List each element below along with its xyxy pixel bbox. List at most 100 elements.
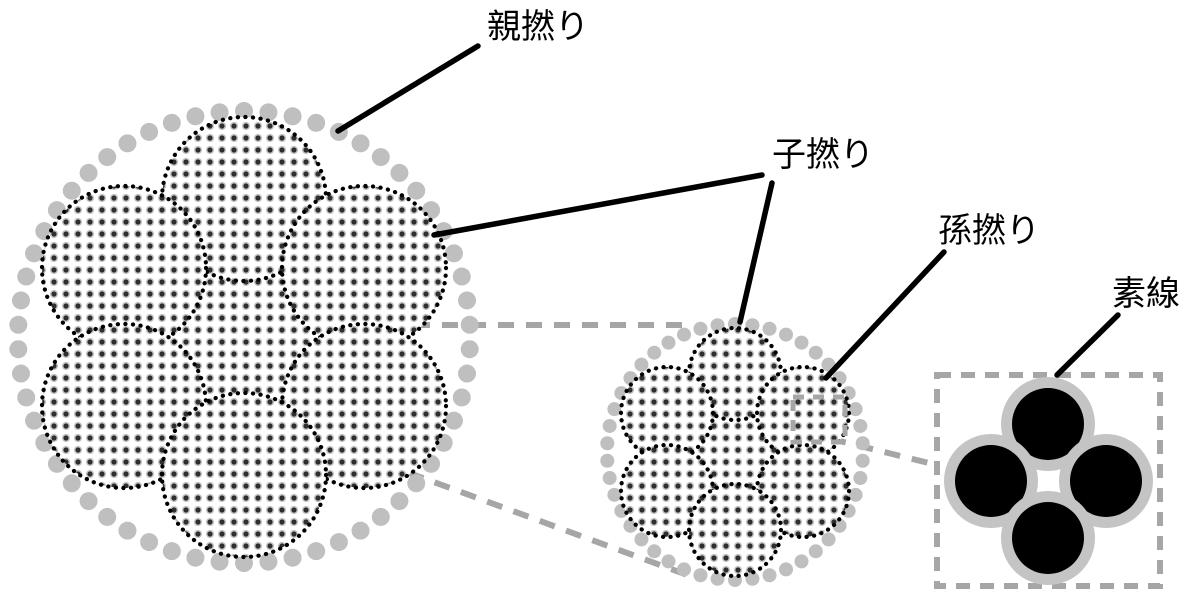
ring-dot	[9, 340, 28, 359]
label-element-wire: 素線	[1112, 274, 1180, 314]
ring-dot	[407, 474, 426, 493]
ring-dot	[677, 562, 691, 577]
strand-fill	[757, 367, 849, 459]
strand-outline	[159, 390, 329, 560]
ring-dot	[390, 492, 409, 511]
ring-dot	[745, 318, 760, 333]
strand-cluster-group	[9, 102, 870, 587]
ring-dot	[17, 267, 36, 286]
strand-outline	[686, 481, 784, 579]
ring-dot	[98, 148, 117, 167]
wire-core	[1070, 445, 1142, 517]
ring-dot	[853, 418, 868, 433]
ring-dot	[351, 521, 370, 540]
ring-dot	[118, 521, 137, 540]
medium-strand-cluster	[600, 317, 870, 587]
ring-dot	[9, 315, 28, 334]
ring-dot	[677, 327, 691, 342]
ring-dot	[853, 471, 868, 486]
ring-dot	[235, 554, 253, 572]
ring-dot	[422, 454, 441, 473]
ring-dot	[661, 335, 676, 350]
strand-fill	[282, 186, 446, 350]
ring-dot	[848, 487, 863, 502]
ring-dot	[118, 134, 137, 153]
ring-dot	[371, 148, 390, 167]
ring-dot	[452, 388, 471, 407]
magnifier-link-group	[380, 322, 938, 579]
ring-dot	[444, 244, 463, 263]
ring-dot	[458, 291, 477, 310]
ring-dot	[11, 291, 30, 310]
ring-dot	[140, 533, 159, 552]
strand-fill	[621, 367, 713, 459]
ring-dot	[794, 554, 809, 569]
ring-dot	[444, 411, 463, 430]
ring-dot	[848, 402, 863, 417]
link-child-to-detail	[802, 429, 938, 468]
wire-core	[955, 445, 1027, 517]
ring-dot	[762, 321, 777, 336]
ring-dot	[458, 364, 477, 383]
child-rope-strand-upper-right	[754, 364, 852, 462]
ring-dot	[710, 571, 725, 586]
ring-dot	[779, 562, 793, 577]
ring-dot	[62, 474, 81, 493]
ring-dot	[602, 471, 617, 486]
ring-dot	[79, 163, 98, 182]
ring-dot	[600, 436, 615, 451]
label-parent-strand: 親撚り	[487, 7, 589, 47]
label-leader-group	[335, 43, 1121, 381]
parent-strand-leader-line	[335, 43, 481, 134]
strand-fill	[162, 393, 326, 557]
ring-dot	[794, 335, 809, 350]
detail-box-group	[934, 372, 1163, 589]
ring-dot	[186, 548, 205, 567]
element-wire-top	[1001, 377, 1095, 471]
ring-dot	[661, 554, 676, 569]
ring-dot	[259, 552, 278, 571]
ring-dot	[693, 568, 708, 583]
strand-outline	[754, 364, 852, 462]
child-rope-strand-bottom	[686, 481, 784, 579]
ring-dot	[647, 544, 662, 559]
ring-dot	[307, 113, 326, 132]
label-grandchild-strand: 孫撚り	[938, 211, 1040, 251]
ring-dot	[745, 571, 760, 586]
ring-dot	[259, 103, 278, 122]
ring-dot	[79, 492, 98, 511]
child-strand-leader-line	[431, 172, 765, 238]
element-wire-leader-line	[1054, 312, 1121, 378]
ring-dot	[162, 113, 181, 132]
element-wire-right	[1059, 434, 1153, 528]
ring-dot	[452, 267, 471, 286]
ring-dot	[607, 402, 622, 417]
ring-dot	[607, 487, 622, 502]
strand-outline	[618, 364, 716, 462]
wire-core	[1012, 502, 1084, 574]
ring-dot	[162, 542, 181, 561]
ring-dot	[693, 321, 708, 336]
parent-rope-outer-ring	[9, 102, 479, 572]
ring-dot	[808, 345, 823, 360]
small-dashed-highlight-box	[790, 394, 848, 445]
ring-dot	[186, 107, 205, 126]
ring-dot	[371, 507, 390, 526]
ring-dot	[210, 552, 229, 571]
wire-core	[1012, 388, 1084, 460]
parent-rope-strand-bottom	[159, 390, 329, 560]
ring-dot	[210, 103, 229, 122]
ring-dot	[17, 388, 36, 407]
ring-dot	[762, 568, 777, 583]
ring-dot	[710, 318, 725, 333]
ring-dot	[647, 345, 662, 360]
ring-dot	[634, 532, 649, 547]
ring-dot	[460, 340, 479, 359]
ring-dot	[62, 181, 81, 200]
ring-dot	[855, 453, 870, 468]
ring-dot	[283, 107, 302, 126]
ring-dot	[25, 411, 44, 430]
ring-dot	[329, 533, 348, 552]
